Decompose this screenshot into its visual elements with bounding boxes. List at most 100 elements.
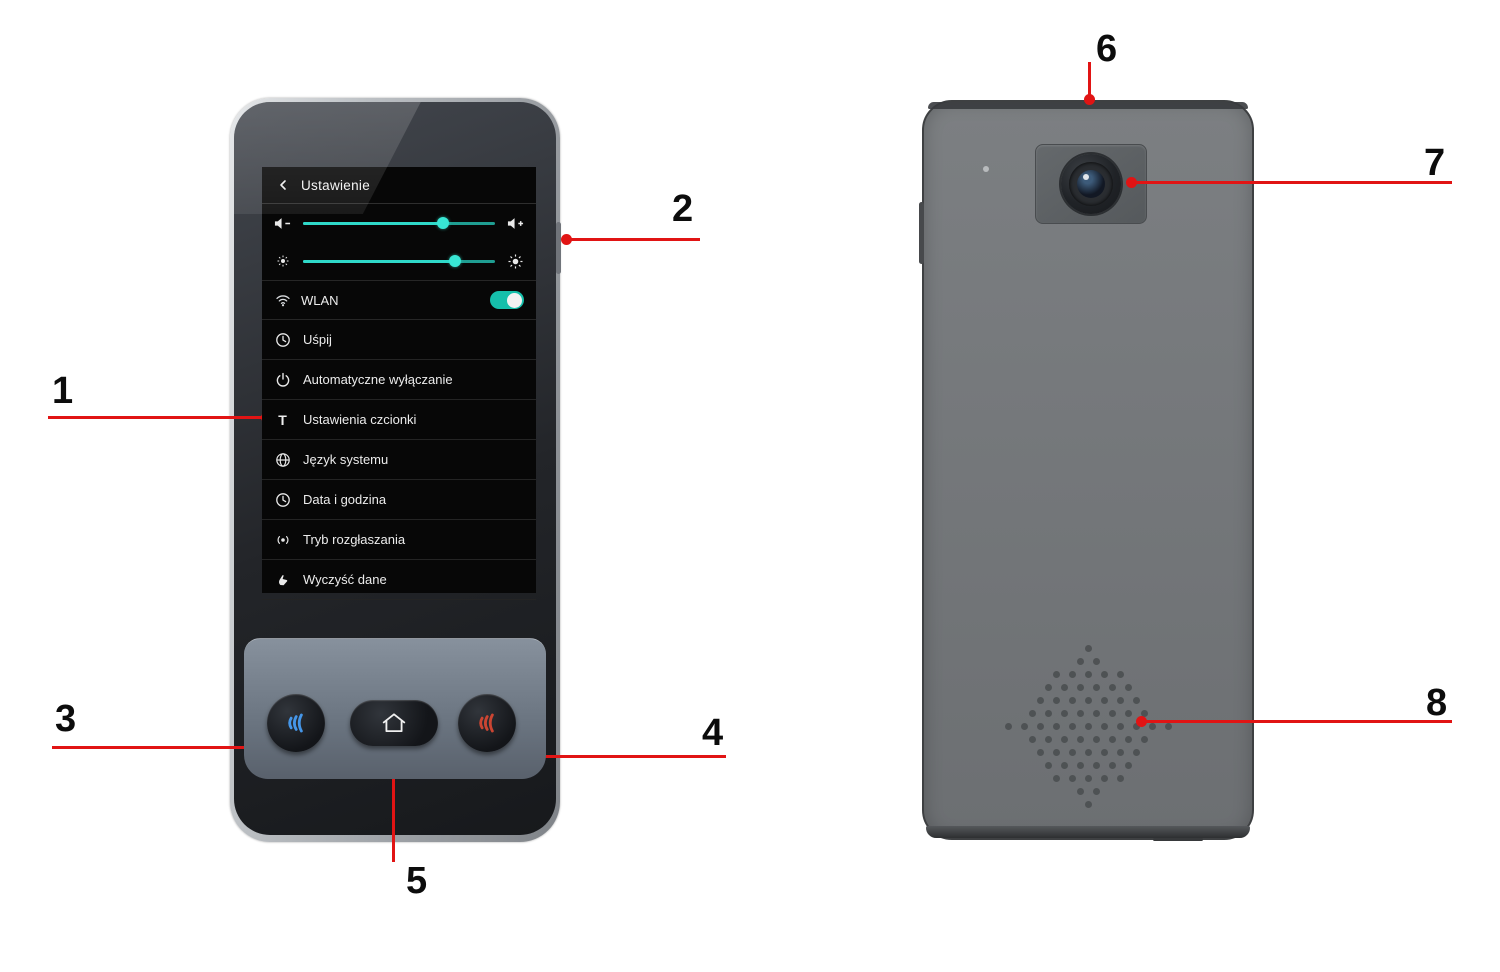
speaker-hole — [1092, 709, 1100, 717]
speaker-hole — [1092, 683, 1100, 691]
speaker-hole — [1108, 683, 1116, 691]
microphone-hole — [983, 166, 989, 172]
speaker-hole — [1132, 696, 1140, 704]
voice-waves-blue-icon — [288, 713, 303, 733]
speaker-hole — [1100, 722, 1108, 730]
speaker-hole — [1052, 696, 1060, 704]
speaker-minus-icon — [274, 215, 291, 232]
globe-icon — [274, 451, 291, 468]
callout-2-dot — [561, 234, 572, 245]
back-side-button — [919, 202, 924, 264]
volume-slider-thumb — [437, 217, 450, 229]
settings-header: Ustawienie — [262, 167, 536, 204]
left-voice-button — [267, 694, 325, 752]
menu-item-label: Ustawienia czcionki — [303, 412, 417, 427]
front-chin-panel — [244, 638, 546, 779]
callout-6-number: 6 — [1096, 28, 1118, 70]
bottom-edge — [926, 826, 1250, 838]
speaker-hole — [1092, 787, 1100, 795]
callout-8-number: 8 — [1426, 682, 1448, 724]
speaker-hole — [1060, 735, 1068, 743]
brightness-slider-thumb — [448, 255, 461, 267]
wlan-row: WLAN — [262, 280, 536, 320]
callout-3-line — [52, 746, 276, 749]
callout-6-line — [1088, 62, 1091, 98]
callout-2-line — [566, 238, 700, 241]
speaker-hole — [1076, 761, 1084, 769]
right-voice-button — [458, 694, 516, 752]
speaker-hole — [1084, 800, 1092, 808]
speaker-hole — [1100, 696, 1108, 704]
speaker-hole — [1028, 709, 1036, 717]
speaker-hole — [1084, 774, 1092, 782]
speaker-hole — [1044, 683, 1052, 691]
speaker-hole — [1076, 787, 1084, 795]
callout-4-number: 4 — [702, 712, 724, 754]
callout-3-number: 3 — [55, 698, 77, 740]
menu-item-font-settings: T Ustawienia czcionki — [262, 400, 536, 440]
speaker-grille — [1000, 640, 1176, 812]
clock-icon — [274, 331, 291, 348]
speaker-hole — [1036, 722, 1044, 730]
speaker-hole — [1076, 709, 1084, 717]
speaker-hole — [1108, 709, 1116, 717]
speaker-hole — [1084, 748, 1092, 756]
speaker-hole — [1060, 683, 1068, 691]
home-button — [350, 700, 438, 746]
menu-item-broadcast-mode: Tryb rozgłaszania — [262, 520, 536, 560]
brightness-high-icon — [507, 253, 524, 270]
speaker-hole — [1052, 722, 1060, 730]
clock-icon — [274, 491, 291, 508]
speaker-hole — [1132, 748, 1140, 756]
speaker-hole — [1020, 722, 1028, 730]
speaker-hole — [1068, 670, 1076, 678]
home-icon — [382, 713, 406, 733]
speaker-hole — [1036, 748, 1044, 756]
speaker-hole — [1076, 735, 1084, 743]
volume-row — [262, 204, 536, 242]
menu-item-label: Tryb rozgłaszania — [303, 532, 406, 547]
callout-6-dot — [1084, 94, 1095, 105]
speaker-plus-icon — [507, 215, 524, 232]
menu-item-system-language: Język systemu — [262, 440, 536, 480]
device-screen: Ustawienie — [262, 167, 536, 600]
speaker-hole — [1092, 735, 1100, 743]
speaker-hole — [1100, 670, 1108, 678]
menu-item-label: Język systemu — [303, 452, 389, 467]
speaker-hole — [1076, 683, 1084, 691]
speaker-hole — [1100, 748, 1108, 756]
front-device-body: Ustawienie — [234, 102, 556, 835]
speaker-hole — [1124, 735, 1132, 743]
camera-module — [1035, 144, 1147, 224]
side-power-button — [556, 222, 561, 274]
speaker-hole — [1060, 709, 1068, 717]
speaker-hole — [1068, 774, 1076, 782]
menu-item-date-time: Data i godzina — [262, 480, 536, 520]
callout-5-line — [392, 750, 395, 862]
volume-slider-fill — [303, 221, 444, 225]
speaker-hole — [1052, 670, 1060, 678]
speaker-hole — [1100, 774, 1108, 782]
speaker-hole — [1084, 670, 1092, 678]
speaker-hole — [1116, 748, 1124, 756]
speaker-hole — [1124, 709, 1132, 717]
camera-lens — [1061, 154, 1121, 214]
speaker-hole — [1044, 761, 1052, 769]
back-device — [922, 100, 1254, 840]
speaker-hole — [1028, 735, 1036, 743]
chevron-left-icon — [274, 177, 291, 194]
speaker-hole — [1068, 696, 1076, 704]
callout-8-line — [1142, 720, 1452, 723]
letter-t-icon: T — [278, 411, 287, 428]
camera-lens-glint — [1083, 174, 1089, 180]
wlan-label: WLAN — [301, 292, 339, 308]
speaker-hole — [1060, 761, 1068, 769]
speaker-hole — [1132, 722, 1140, 730]
brightness-low-icon — [274, 253, 291, 270]
hand-wipe-icon — [274, 571, 291, 588]
speaker-hole — [1068, 748, 1076, 756]
callout-7-line — [1132, 181, 1452, 184]
speaker-hole — [1004, 722, 1012, 730]
callout-5-number: 5 — [406, 860, 428, 902]
